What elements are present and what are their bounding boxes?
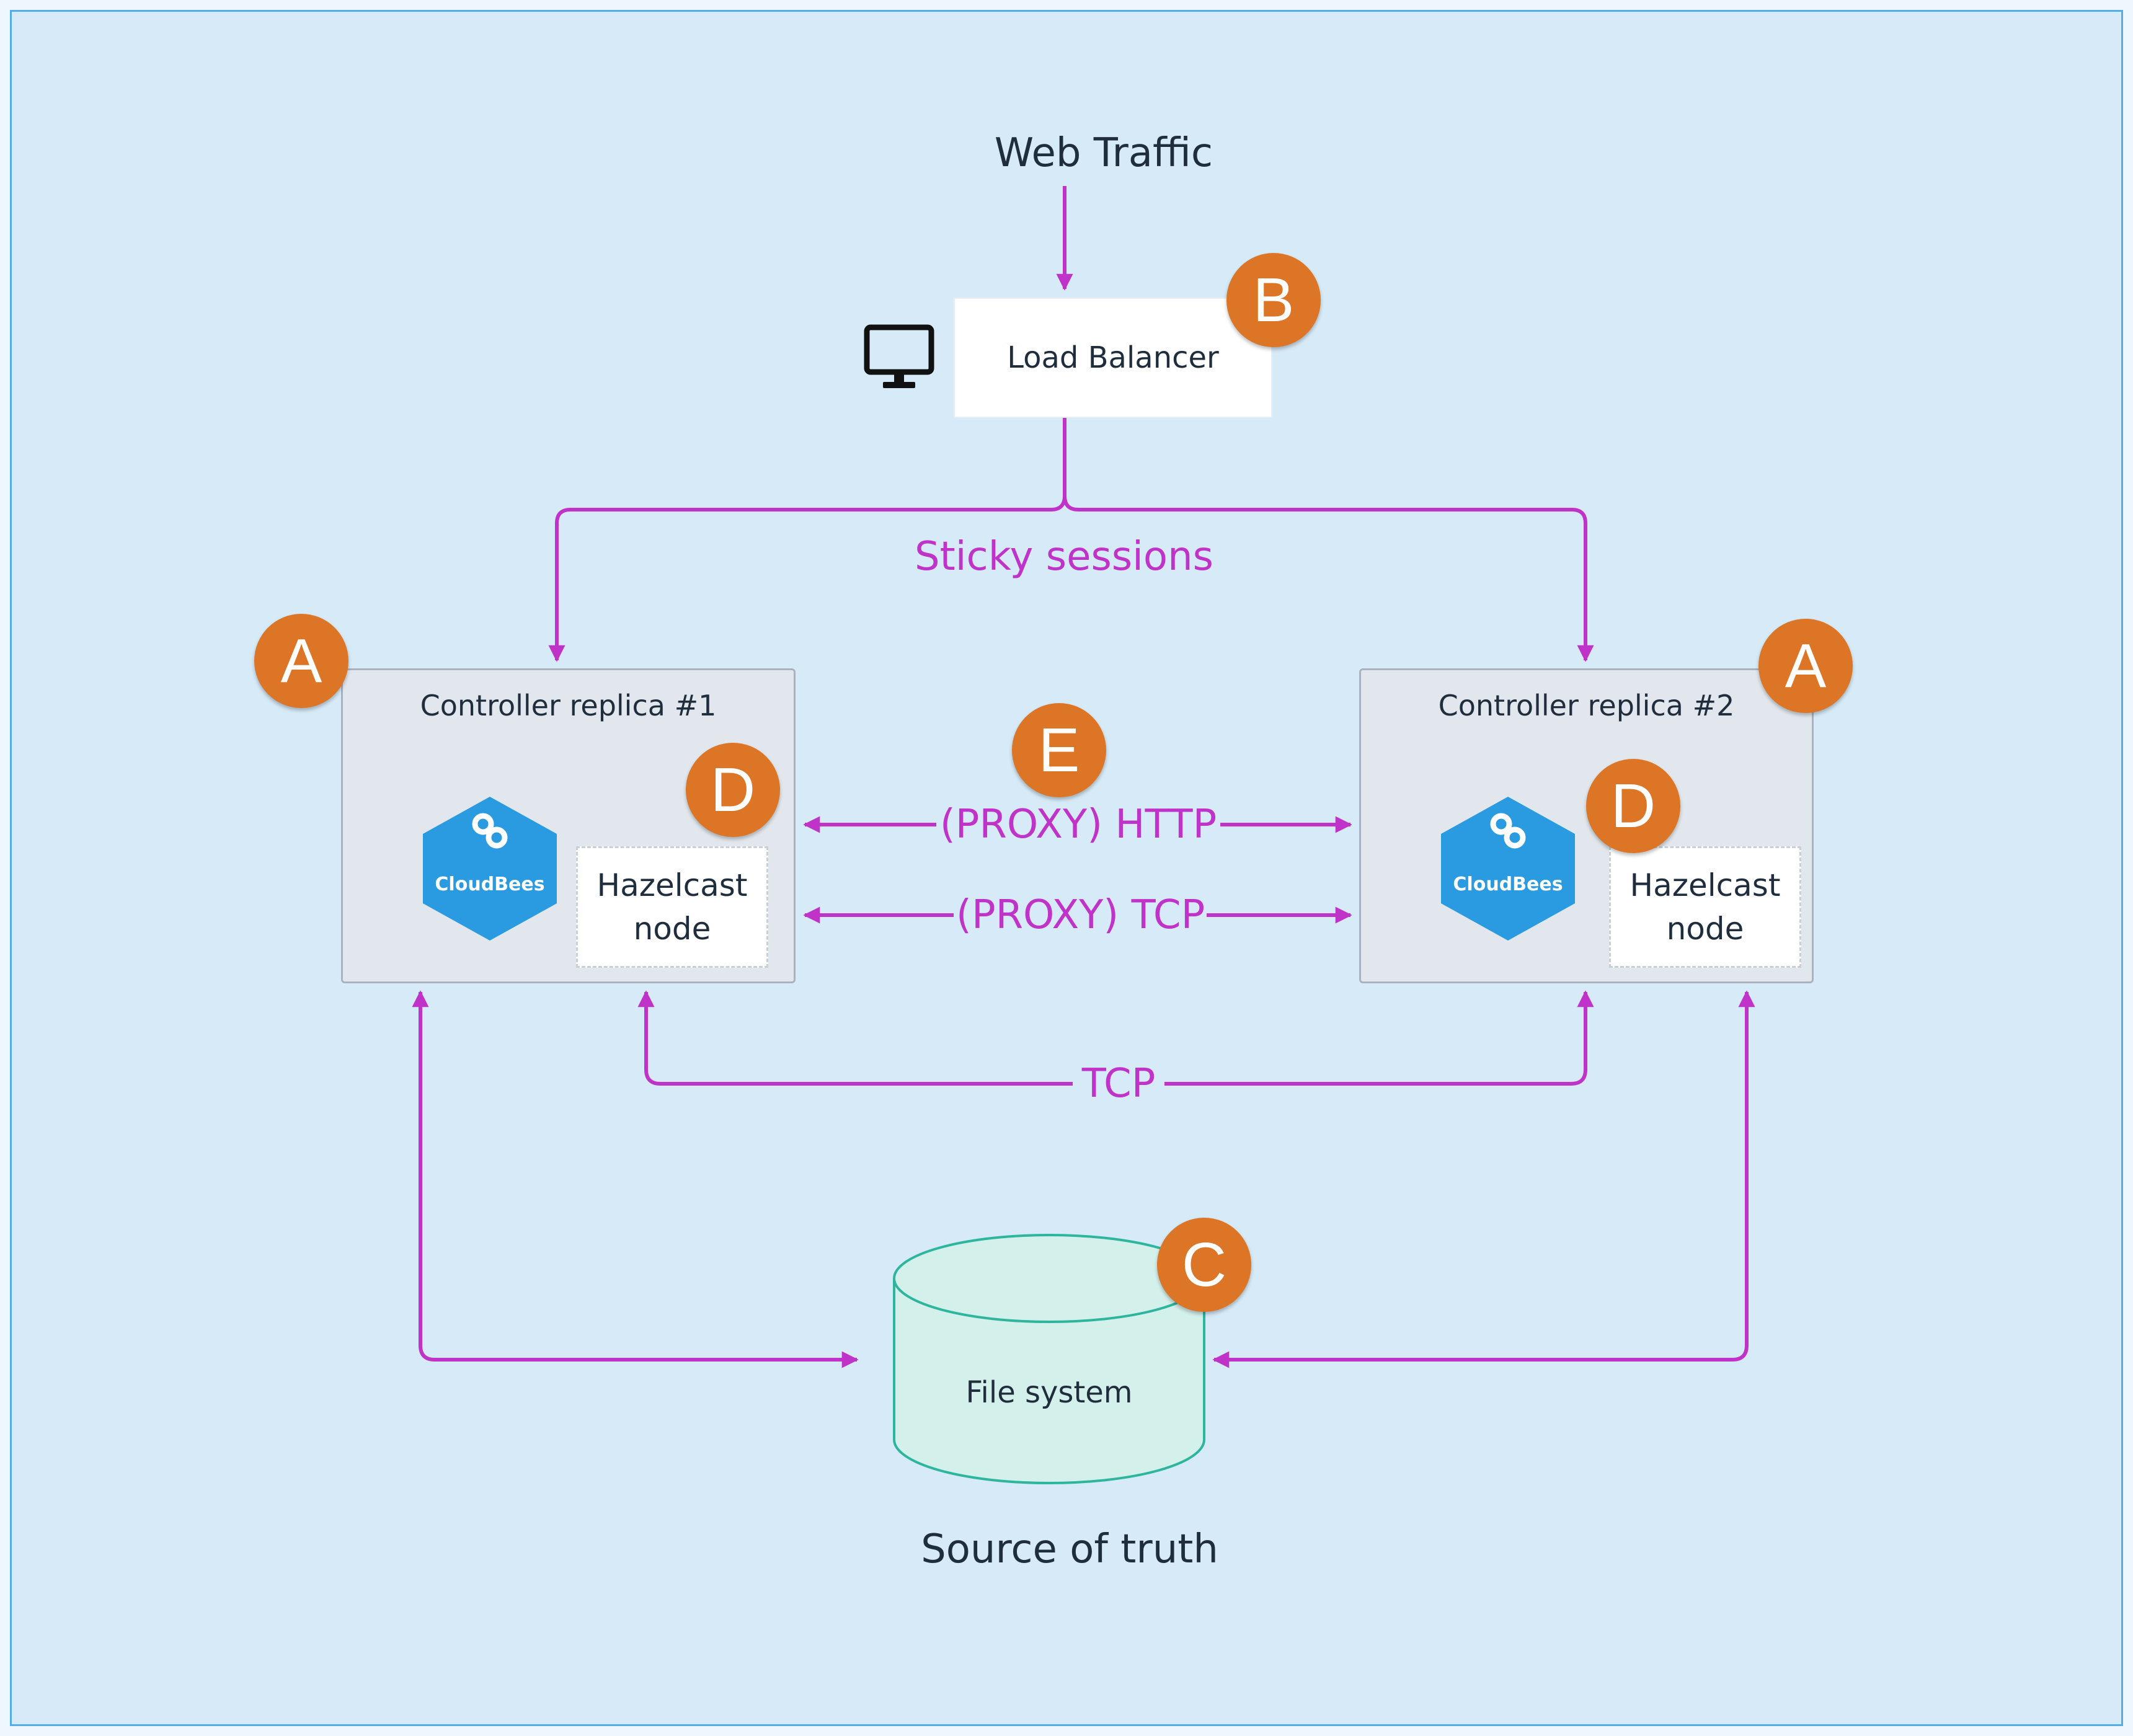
badge-d-replica-2: D	[1586, 759, 1680, 853]
hazelcast-node-2-line1: Hazelcast	[1630, 867, 1781, 903]
replica2-filesystem-arrow	[1212, 990, 1755, 1368]
badge-e: E	[1012, 703, 1106, 797]
load-balancer-label: Load Balancer	[1007, 340, 1219, 375]
badge-c: C	[1157, 1218, 1251, 1312]
load-balancer-box: Load Balancer	[954, 298, 1272, 418]
source-of-truth-label: Source of truth	[921, 1526, 1218, 1572]
cloudbees-logo-icon: CloudBees	[1437, 794, 1579, 943]
badge-d-replica-1: D	[686, 743, 780, 837]
replica-2-title: Controller replica #2	[1438, 689, 1735, 722]
controller-replica-2: Controller replica #2 CloudBees Hazelcas…	[1359, 668, 1814, 983]
tcp-label: TCP	[1073, 1064, 1164, 1104]
file-system-cylinder	[893, 1234, 1205, 1484]
file-system-label: File system	[965, 1375, 1133, 1410]
cloudbees-label: CloudBees	[435, 874, 545, 895]
replica-1-title: Controller replica #1	[420, 689, 717, 722]
proxy-http-label: (PROXY) HTTP	[936, 805, 1220, 844]
badge-a-replica-2: A	[1758, 619, 1853, 713]
hazelcast-node-2-line2: node	[1666, 911, 1744, 947]
cloudbees-label: CloudBees	[1453, 874, 1563, 895]
cloudbees-logo-icon: CloudBees	[419, 794, 561, 943]
replica1-filesystem-arrow	[412, 990, 859, 1368]
hazelcast-node-1-line2: node	[633, 911, 711, 947]
hazelcast-node-2: Hazelcast node	[1609, 846, 1801, 968]
badge-a-replica-1: A	[254, 614, 348, 708]
hazelcast-node-1: Hazelcast node	[576, 846, 768, 968]
web-traffic-label: Web Traffic	[994, 130, 1213, 176]
badge-b: B	[1226, 253, 1321, 347]
monitor-icon	[862, 324, 936, 392]
sticky-sessions-label: Sticky sessions	[915, 534, 1213, 580]
sticky-sessions-right-arrow	[1063, 495, 1594, 662]
hazelcast-node-1-line1: Hazelcast	[596, 867, 748, 903]
proxy-tcp-label: (PROXY) TCP	[954, 895, 1207, 935]
